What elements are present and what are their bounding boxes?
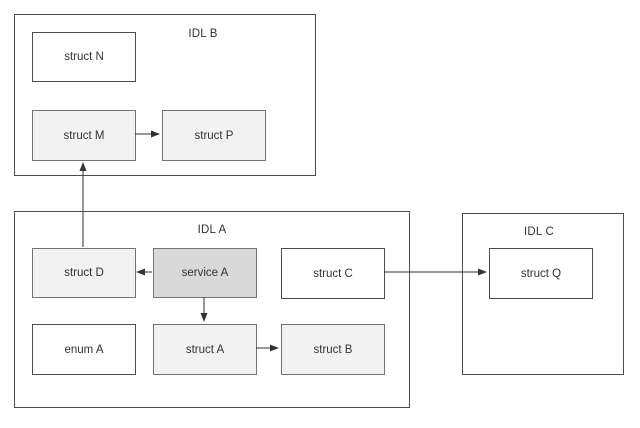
container-idl-b: IDL B struct N struct M struct P xyxy=(14,14,316,176)
node-struct-b-label: struct B xyxy=(313,343,353,356)
node-struct-a: struct A xyxy=(153,324,257,375)
node-struct-n-label: struct N xyxy=(64,51,104,63)
node-struct-c: struct C xyxy=(281,248,385,299)
node-service-a: service A xyxy=(153,248,257,298)
node-enum-a: enum A xyxy=(32,324,136,375)
node-struct-m-label: struct M xyxy=(63,129,105,142)
node-struct-d: struct D xyxy=(32,248,136,298)
node-struct-p-label: struct P xyxy=(194,129,234,142)
node-struct-a-label: struct A xyxy=(185,343,225,356)
node-struct-q: struct Q xyxy=(489,248,593,299)
node-struct-b: struct B xyxy=(281,324,385,375)
container-idl-c: IDL C struct Q xyxy=(462,213,624,375)
node-service-a-label: service A xyxy=(181,267,229,279)
node-enum-a-label: enum A xyxy=(64,343,104,356)
container-idl-c-title: IDL C xyxy=(524,226,554,238)
node-struct-p: struct P xyxy=(162,110,266,161)
node-struct-c-label: struct C xyxy=(313,267,353,280)
node-struct-q-label: struct Q xyxy=(520,267,562,280)
node-struct-d-label: struct D xyxy=(64,267,104,279)
node-struct-n: struct N xyxy=(32,32,136,82)
node-struct-m: struct M xyxy=(32,110,136,161)
container-idl-a-title: IDL A xyxy=(197,224,227,236)
container-idl-b-title: IDL B xyxy=(188,28,218,40)
container-idl-a: IDL A struct D service A struct C enum A… xyxy=(14,211,410,408)
